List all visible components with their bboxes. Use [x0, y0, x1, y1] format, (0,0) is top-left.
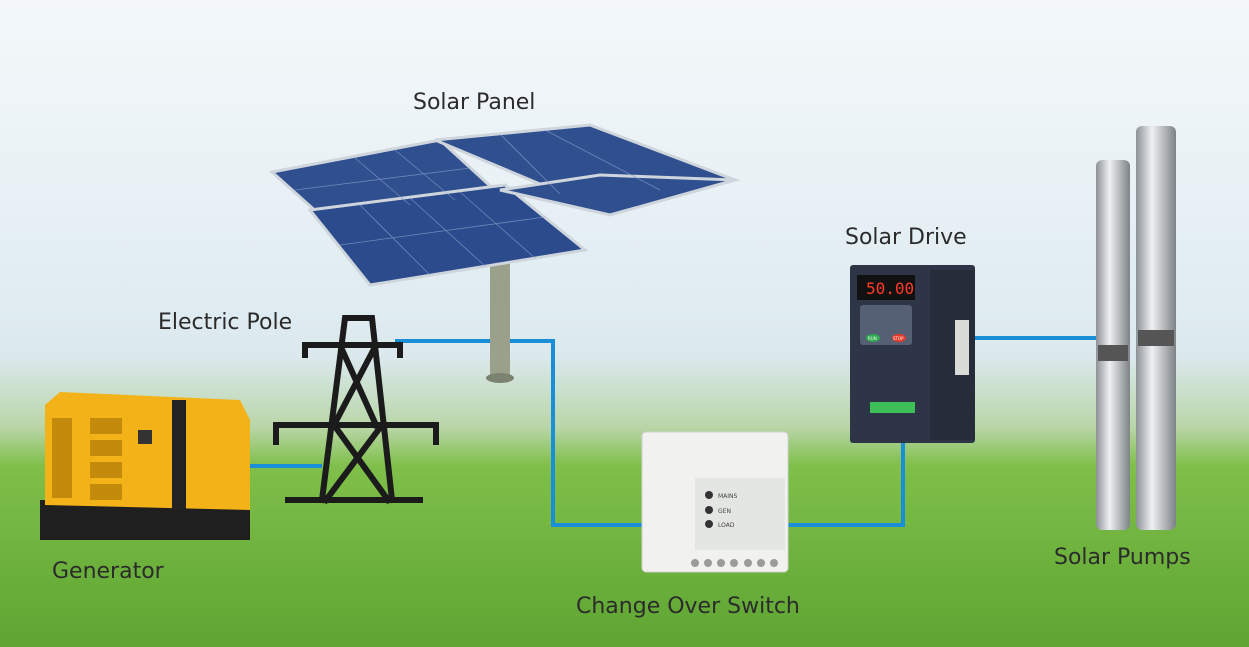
label-solar-pumps: Solar Pumps: [1054, 545, 1191, 570]
label-electric-pole: Electric Pole: [158, 310, 293, 335]
indicator-load: LOAD: [718, 522, 735, 529]
stop-button-label: STOP: [893, 336, 904, 341]
change-over-switch-image: MAINS GEN LOAD: [641, 431, 789, 573]
run-button-label: RUN: [868, 336, 877, 341]
indicator-gen: GEN: [718, 508, 731, 515]
indicator-mains: MAINS: [718, 493, 738, 500]
electric-pole-image: [273, 315, 439, 505]
solar-drive-image: 50.00 RUN STOP: [850, 265, 975, 443]
label-change-over-switch: Change Over Switch: [576, 594, 800, 619]
label-solar-panel: Solar Panel: [413, 90, 536, 115]
drive-display-readout: 50.00: [866, 279, 914, 298]
label-solar-drive: Solar Drive: [845, 225, 967, 250]
line-switch-to-drive: [788, 440, 905, 527]
line-pole-to-switch: [395, 339, 642, 527]
generator-image: [40, 392, 250, 540]
solar-panel-image: [268, 123, 741, 383]
connector-lines: [248, 336, 1096, 527]
label-generator: Generator: [52, 559, 164, 584]
solar-pumps-image: [1096, 126, 1176, 530]
